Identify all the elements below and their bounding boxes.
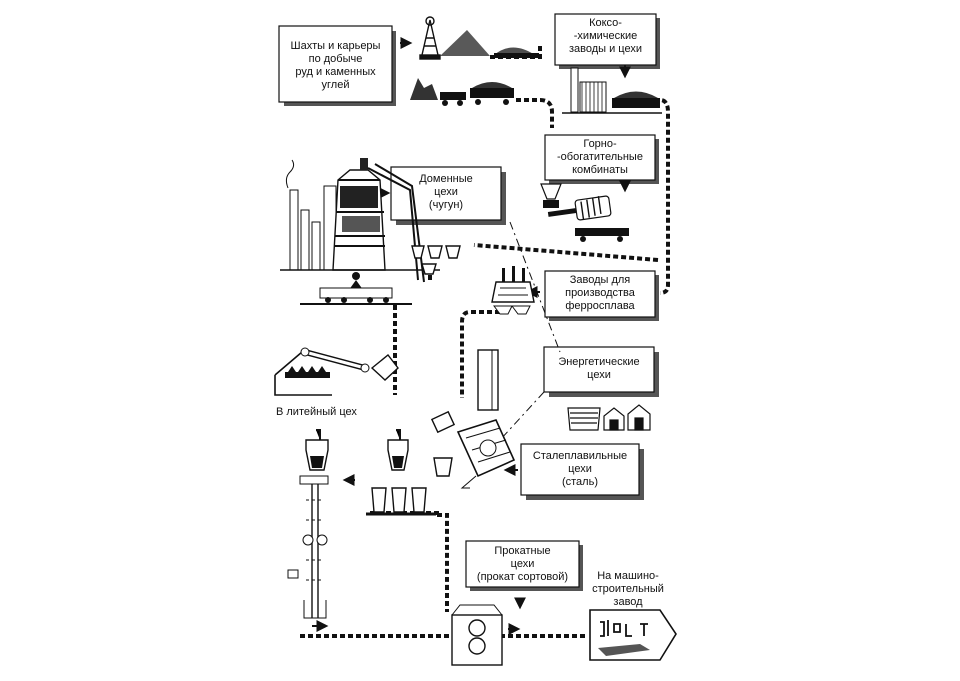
box-steel xyxy=(520,443,644,500)
converter-icon xyxy=(430,349,516,489)
label-steel: Сталеплавильные цехи (сталь) xyxy=(532,450,628,488)
quarry-icon xyxy=(410,78,438,100)
ferroalloy-furnace-icon xyxy=(491,266,535,315)
ore-pile-icon xyxy=(440,30,490,56)
coke-plant-icon xyxy=(562,67,662,114)
label-rolling: Прокатные цехи (прокат сортовой) xyxy=(476,545,569,583)
rolling-mill-icon xyxy=(451,604,503,666)
label-mines: Шахты и карьеры по добыче руд и каменных… xyxy=(290,40,381,91)
label-energy: Энергетические цехи xyxy=(558,356,640,381)
box-ferro xyxy=(544,270,659,321)
foundry-conveyor-icon xyxy=(274,347,399,396)
flow-paths xyxy=(300,45,670,638)
box-coke xyxy=(554,13,660,69)
ingot-molds-icon xyxy=(366,429,436,516)
box-mines xyxy=(278,25,396,106)
mine-headframe-icon xyxy=(419,16,441,60)
continuous-caster-icon xyxy=(287,429,329,619)
box-blast xyxy=(390,166,506,225)
beneficiation-plant-icon xyxy=(540,183,629,242)
energy-lines xyxy=(499,221,561,441)
machine-plant-icon xyxy=(589,609,677,661)
box-energy xyxy=(543,346,659,397)
label-coke: Коксо- -химические заводы и цехи xyxy=(568,17,643,55)
box-rolling xyxy=(465,540,583,591)
power-plant-icon xyxy=(567,404,651,431)
train-icon xyxy=(440,82,514,106)
label-gok: Горно- -обогатительные комбинаты xyxy=(557,138,643,176)
label-machine: На машино- строительный завод xyxy=(592,570,664,608)
label-foundry: В литейный цех xyxy=(276,406,357,418)
wagon-body xyxy=(494,53,539,58)
label-ferro: Заводы для производства ферросплава xyxy=(565,274,635,312)
box-gok xyxy=(544,134,659,184)
label-blast: Доменные цехи (чугун) xyxy=(419,173,473,211)
ore-buckets-icon xyxy=(411,245,461,275)
